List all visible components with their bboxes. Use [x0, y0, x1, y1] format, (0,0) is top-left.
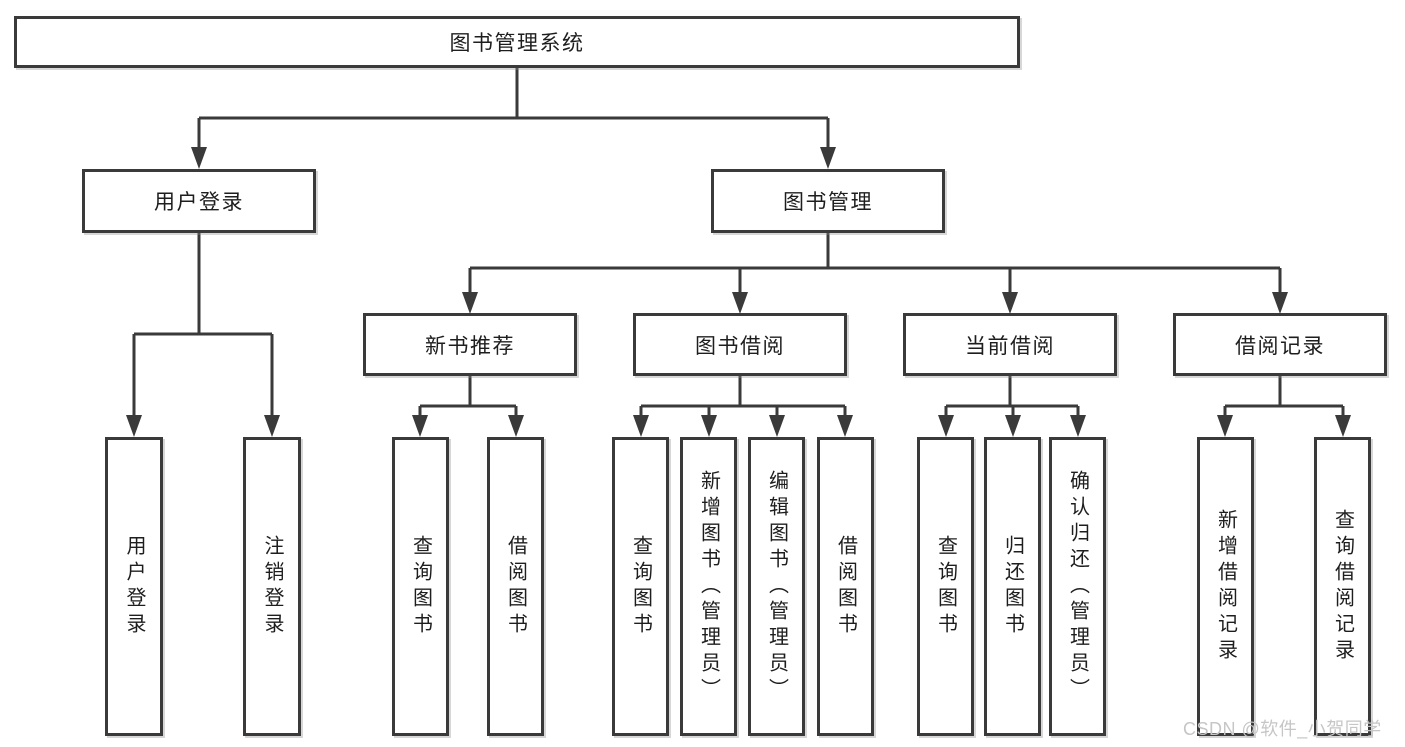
leaf-bb-borrow-book: 借阅图书	[817, 437, 874, 736]
leaf-cb-return-book: 归还图书	[984, 437, 1041, 736]
leaf-nbr-borrow-book-label: 借阅图书	[504, 534, 527, 639]
node-current-borrowing-label: 当前借阅	[965, 334, 1055, 358]
leaf-logout-label: 注销登录	[261, 534, 283, 639]
node-user-login: 用户登录	[82, 169, 316, 233]
leaf-br-query-record: 查询借阅记录	[1314, 437, 1371, 736]
arrowheads	[126, 147, 1351, 437]
node-borrowing-records: 借阅记录	[1173, 313, 1387, 376]
leaf-bb-edit-book-admin-label: 编辑图书（管理员）	[765, 469, 788, 704]
leaf-bb-borrow-book-label: 借阅图书	[834, 534, 857, 639]
tree-edges	[132, 67, 1345, 418]
leaf-br-add-record: 新增借阅记录	[1197, 437, 1254, 736]
node-book-management-label: 图书管理	[783, 191, 873, 214]
leaf-bb-edit-book-admin: 编辑图书（管理员）	[748, 437, 805, 736]
leaf-bb-add-book-admin: 新增图书（管理员）	[680, 437, 737, 736]
leaf-cb-confirm-return-admin: 确认归还（管理员）	[1049, 437, 1106, 736]
node-library-system: 图书管理系统	[14, 16, 1020, 68]
node-user-login-label: 用户登录	[154, 191, 244, 214]
leaf-bb-add-book-admin-label: 新增图书（管理员）	[697, 469, 720, 704]
leaf-br-query-record-label: 查询借阅记录	[1331, 508, 1354, 665]
leaf-nbr-borrow-book: 借阅图书	[487, 437, 544, 736]
leaf-cb-query-book: 查询图书	[917, 437, 974, 736]
leaf-cb-confirm-return-admin-label: 确认归还（管理员）	[1066, 469, 1089, 704]
node-book-management: 图书管理	[711, 169, 945, 233]
node-new-book-recommend-label: 新书推荐	[425, 334, 515, 358]
node-book-borrowing-label: 图书借阅	[695, 334, 785, 358]
leaf-bb-query-book: 查询图书	[612, 437, 669, 736]
node-library-system-label: 图书管理系统	[449, 32, 585, 55]
node-new-book-recommend: 新书推荐	[363, 313, 577, 376]
leaf-cb-query-book-label: 查询图书	[934, 534, 957, 639]
node-book-borrowing: 图书借阅	[633, 313, 847, 376]
leaf-cb-return-book-label: 归还图书	[1001, 534, 1024, 639]
leaf-logout: 注销登录	[243, 437, 301, 736]
leaf-user-login-label: 用户登录	[123, 534, 145, 639]
leaf-br-add-record-label: 新增借阅记录	[1214, 508, 1237, 665]
leaf-user-login: 用户登录	[105, 437, 163, 736]
node-borrowing-records-label: 借阅记录	[1235, 334, 1325, 358]
leaf-nbr-query-book: 查询图书	[392, 437, 449, 736]
csdn-watermark: CSDN @软件_小贺同学	[1183, 719, 1382, 739]
node-current-borrowing: 当前借阅	[903, 313, 1117, 376]
leaf-nbr-query-book-label: 查询图书	[409, 534, 432, 639]
leaf-bb-query-book-label: 查询图书	[629, 534, 652, 639]
